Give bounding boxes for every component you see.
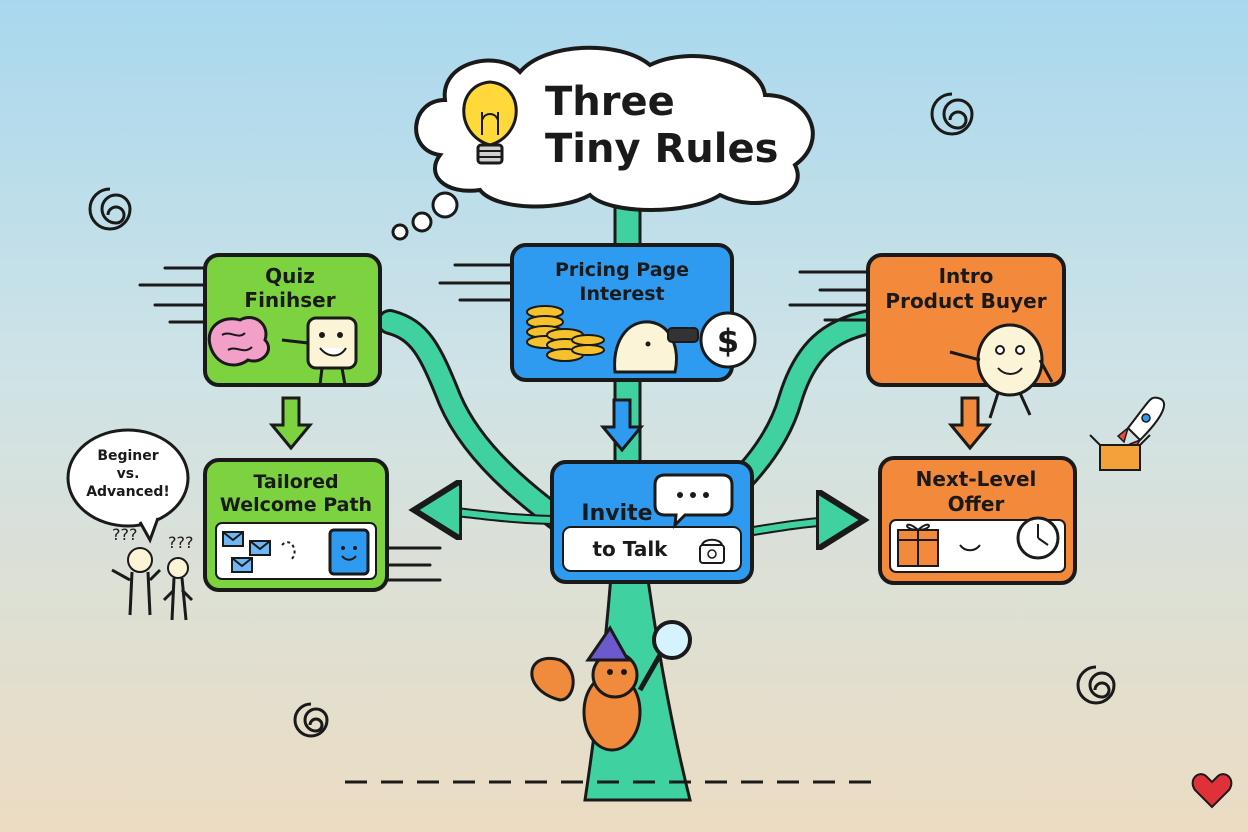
- swirl-icon: [293, 702, 329, 738]
- trigger-card-intro-product-buyer: Intro Product Buyer: [866, 253, 1066, 419]
- bubble-line-2: vs.: [117, 466, 140, 482]
- trigger-label-line-2: Finihser: [244, 288, 335, 312]
- swirl-icon: [1076, 665, 1116, 705]
- question-marks-right: ???: [168, 533, 193, 552]
- heart-icon: [1191, 773, 1233, 809]
- buyer-mascot-icon: [949, 323, 1054, 419]
- action-label-line-1: Next-Level: [916, 467, 1037, 491]
- squirrel-icon: [530, 620, 692, 752]
- title-line-2: Tiny Rules: [545, 126, 778, 172]
- action-label-line-2: to Talk: [593, 537, 669, 561]
- gift-icon: [897, 523, 939, 567]
- phone-icon: [699, 538, 725, 564]
- arrow-down-3: [947, 396, 993, 451]
- envelope-icon: [222, 531, 271, 573]
- title-line-1: Three: [545, 79, 675, 125]
- trigger-card-quiz-finisher: Quiz Finihser: [203, 253, 382, 387]
- brain-icon: [207, 316, 271, 367]
- arrow-down-1: [268, 396, 314, 451]
- trigger-card-pricing-page-interest: Pricing Page Interest $: [510, 243, 757, 382]
- action-label-line-1: Tailored: [253, 471, 338, 493]
- rocket-icon: [1089, 396, 1166, 471]
- action-card-next-level-offer: Next-Level Offer: [878, 456, 1077, 585]
- learner-figures-icon: ??? ???: [111, 525, 193, 621]
- book-icon: [328, 528, 370, 576]
- bubble-line-3: Advanced!: [86, 484, 170, 500]
- swirl-icon: [88, 187, 132, 231]
- dollar-icon: $: [699, 311, 757, 369]
- binoculars-icon: [613, 320, 699, 374]
- trigger-label-line-1: Intro: [939, 264, 994, 288]
- action-card-tailored-welcome-path: Tailored Welcome Path: [203, 458, 389, 592]
- action-label-line-2: Welcome Path: [220, 494, 372, 516]
- bubble-line-1: Beginer: [97, 448, 158, 464]
- coin-stack-icon: [526, 305, 605, 362]
- clock-icon: [1016, 516, 1060, 560]
- action-card-invite-to-talk: Invite to Talk: [550, 460, 754, 584]
- arrow-down-2: [599, 398, 645, 453]
- quiz-mascot-icon: [281, 316, 358, 386]
- swirl-icon: [930, 92, 974, 136]
- trigger-label-line-2: Product Buyer: [885, 289, 1046, 313]
- question-marks-left: ???: [112, 525, 137, 544]
- action-label-line-1: Invite: [581, 501, 652, 526]
- lightbulb-icon: [462, 80, 518, 165]
- trigger-label-line-2: Interest: [579, 283, 664, 305]
- chat-bubble-icon: [653, 473, 734, 530]
- speech-bubble: Beginer vs. Advanced!: [66, 428, 190, 544]
- title-cloud: Three Tiny Rules: [391, 45, 815, 241]
- trigger-label-line-1: Quiz: [265, 264, 315, 288]
- action-label-line-2: Offer: [948, 492, 1005, 516]
- trigger-label-line-1: Pricing Page: [555, 259, 689, 281]
- svg-text:$: $: [717, 322, 739, 360]
